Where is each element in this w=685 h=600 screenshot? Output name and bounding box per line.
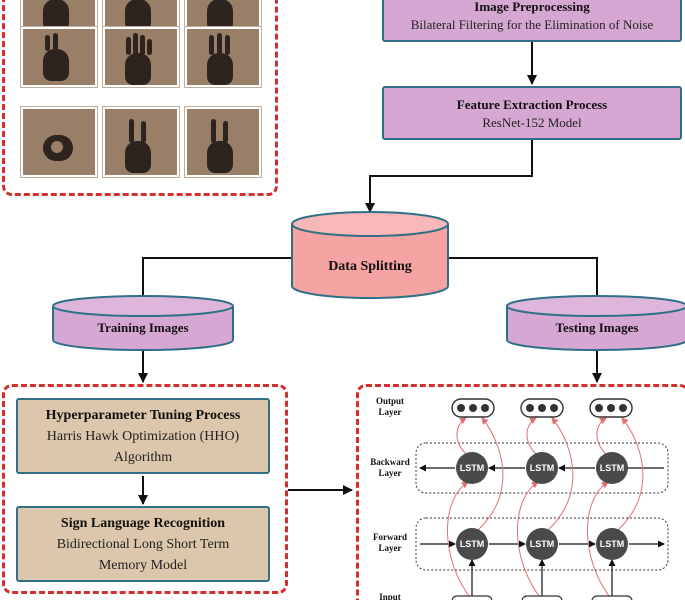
connection-curve bbox=[456, 417, 467, 455]
connection-curve bbox=[587, 481, 613, 600]
data-splitting-cylinder bbox=[291, 211, 449, 299]
backward-layer-frame bbox=[415, 442, 669, 494]
connection-curve bbox=[447, 481, 473, 600]
training-images-cylinder bbox=[52, 295, 234, 351]
feature-extraction-subtitle: ResNet-152 Model bbox=[482, 115, 582, 130]
lstm-label: LSTM bbox=[530, 463, 555, 473]
lstm-cell-forward: LSTM bbox=[596, 528, 628, 560]
output-node bbox=[520, 398, 564, 418]
preprocessing-title: Image Preprocessing bbox=[474, 0, 590, 14]
connection-curve bbox=[477, 417, 504, 531]
line-splitting-to-testing bbox=[448, 257, 598, 296]
feature-extraction-box: Feature Extraction Process ResNet-152 Mo… bbox=[382, 86, 682, 140]
sample-images-panel bbox=[2, 0, 278, 196]
sample-image bbox=[103, 27, 179, 87]
forward-layer-label-line1: Forward bbox=[373, 532, 407, 542]
lstm-cell-forward: LSTM bbox=[526, 528, 558, 560]
backward-layer-label-line2: Layer bbox=[379, 468, 402, 478]
image-preprocessing-box: Image Preprocessing Bilateral Filtering … bbox=[382, 0, 682, 42]
forward-layer-frame bbox=[415, 517, 669, 571]
lstm-label: LSTM bbox=[460, 539, 485, 549]
connection-curve bbox=[517, 481, 543, 600]
lstm-cell-backward: LSTM bbox=[596, 452, 628, 484]
sign-language-recognition-box: Sign Language Recognition Bidirectional … bbox=[16, 506, 270, 582]
lstm-cell-backward: LSTM bbox=[526, 452, 558, 484]
lstm-cell-forward: LSTM bbox=[456, 528, 488, 560]
hyperparameter-tuning-box: Hyperparameter Tuning Process Harris Haw… bbox=[16, 398, 270, 474]
lstm-label: LSTM bbox=[530, 539, 555, 549]
forward-layer-label-line2: Layer bbox=[379, 543, 402, 553]
sample-image bbox=[185, 107, 261, 177]
output-layer-label-line1: Output bbox=[376, 396, 404, 406]
sample-image bbox=[21, 107, 97, 177]
recognition-line2: Memory Model bbox=[98, 558, 188, 573]
lstm-label: LSTM bbox=[600, 463, 625, 473]
output-layer-label-line2: Layer bbox=[379, 407, 402, 417]
lstm-label: LSTM bbox=[600, 539, 625, 549]
input-layer-label: Input bbox=[379, 592, 401, 600]
recognition-line1: Bidirectional Long Short Term bbox=[56, 537, 230, 552]
sample-image bbox=[185, 27, 261, 87]
testing-images-label: Testing Images bbox=[555, 320, 639, 335]
hyperparameter-line2: Algorithm bbox=[113, 450, 173, 465]
input-node bbox=[521, 595, 563, 600]
line-splitting-to-training bbox=[142, 257, 292, 296]
output-node bbox=[451, 398, 495, 418]
testing-images-cylinder bbox=[506, 295, 685, 351]
hyperparameter-title: Hyperparameter Tuning Process bbox=[45, 408, 241, 423]
connection-curve bbox=[596, 417, 607, 455]
sample-image bbox=[185, 0, 261, 39]
lstm-cell-backward: LSTM bbox=[456, 452, 488, 484]
sample-image bbox=[21, 27, 97, 87]
hyperparameter-line1: Harris Hawk Optimization (HHO) bbox=[46, 429, 240, 444]
lstm-label: LSTM bbox=[460, 463, 485, 473]
backward-layer-label-line1: Backward bbox=[370, 457, 410, 467]
connection-curve bbox=[617, 417, 644, 531]
input-node bbox=[591, 595, 633, 600]
output-node bbox=[589, 398, 633, 418]
preprocessing-subtitle: Bilateral Filtering for the Elimination … bbox=[410, 17, 654, 32]
connection-curve bbox=[526, 417, 537, 455]
input-node bbox=[451, 595, 493, 600]
feature-extraction-title: Feature Extraction Process bbox=[456, 97, 608, 112]
recognition-title: Sign Language Recognition bbox=[60, 516, 226, 531]
model-pipeline-panel bbox=[2, 384, 288, 594]
data-splitting-label: Data Splitting bbox=[328, 259, 412, 274]
connection-curve bbox=[547, 417, 574, 531]
bilstm-architecture-panel bbox=[356, 384, 685, 600]
training-images-label: Training Images bbox=[97, 320, 189, 335]
sample-image bbox=[103, 107, 179, 177]
arrow-feature-to-splitting bbox=[365, 140, 533, 213]
